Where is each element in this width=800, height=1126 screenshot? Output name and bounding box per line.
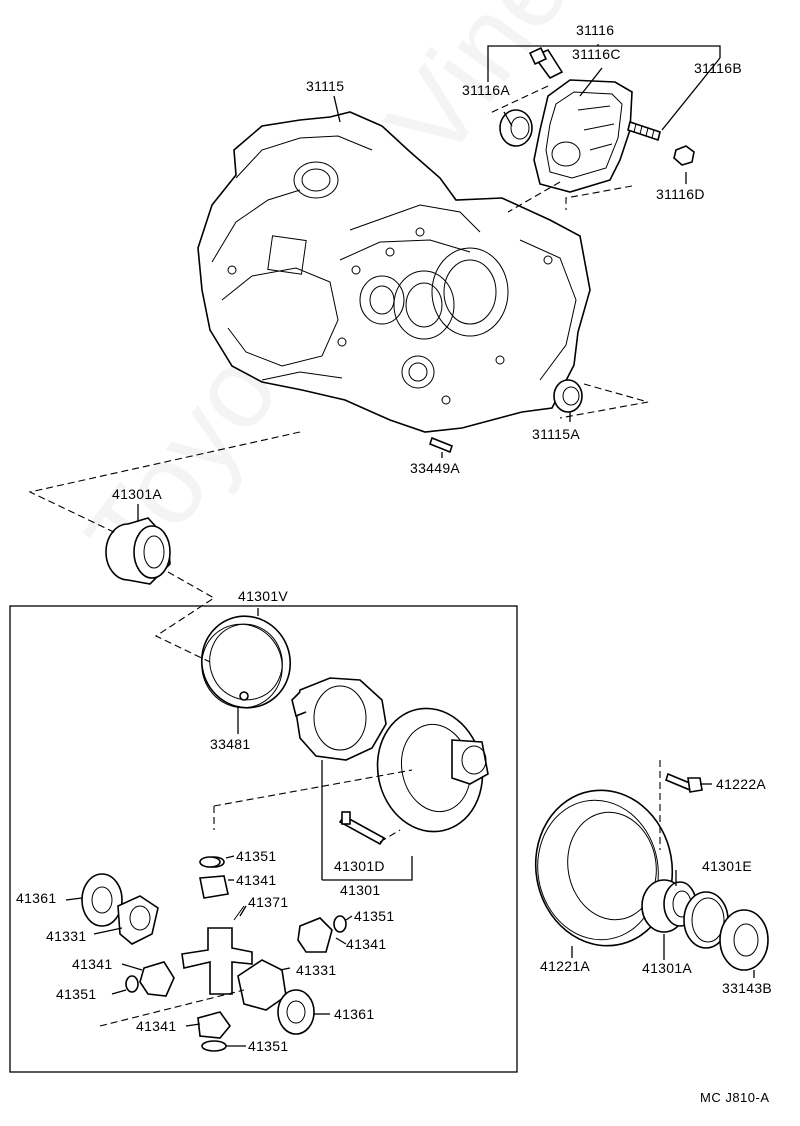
part-label-41301a-right[interactable]: 41301A: [642, 960, 693, 976]
part-label-33481[interactable]: 33481: [210, 736, 251, 752]
part-label-41351-upper[interactable]: 41351: [236, 848, 277, 864]
stud-31116b: [627, 120, 661, 142]
part-label-33449a[interactable]: 33449A: [410, 460, 461, 476]
differential-assembly-box: [9, 605, 518, 1073]
pinion-gear-left: [125, 961, 175, 997]
part-label-41351-right[interactable]: 41351: [354, 908, 395, 924]
part-label-31116c[interactable]: 31116C: [572, 46, 621, 62]
part-label-31115[interactable]: 31115: [306, 78, 345, 94]
washer-upper: [199, 856, 221, 868]
part-label-31116b[interactable]: 31116B: [694, 60, 742, 76]
part-label-41351-lower[interactable]: 41351: [248, 1038, 289, 1054]
pinion-shaft-41371: [181, 905, 253, 995]
part-label-41361-left[interactable]: 41361: [16, 890, 57, 906]
part-label-41371[interactable]: 41371: [248, 894, 289, 910]
side-gear-right: [237, 959, 315, 1035]
leader-lines: [28, 44, 755, 1047]
part-label-41331-left[interactable]: 41331: [46, 928, 87, 944]
differential-case-half: [291, 677, 387, 761]
part-label-33143b[interactable]: 33143B: [722, 980, 773, 996]
part-label-41331-right[interactable]: 41331: [296, 962, 337, 978]
part-label-31116[interactable]: 31116: [576, 22, 615, 38]
cover-plate: [533, 79, 633, 193]
part-label-41301d[interactable]: 41301D: [334, 858, 385, 874]
part-label-31115a[interactable]: 31115A: [532, 426, 580, 442]
part-label-41301a-left[interactable]: 41301A: [112, 486, 163, 502]
part-label-41341-left[interactable]: 41341: [72, 956, 113, 972]
oil-seal-31116a: [499, 109, 533, 147]
bolt-upper: [528, 46, 564, 80]
part-label-41341-lower[interactable]: 41341: [136, 1018, 177, 1034]
diagram-code: MC J810-A: [700, 1090, 770, 1105]
part-label-41301[interactable]: 41301: [340, 882, 381, 898]
pin-33449a: [429, 436, 453, 454]
oil-seal-31115a: [553, 379, 583, 413]
pinion-gear-lower: [197, 1011, 232, 1052]
part-label-41341-right[interactable]: 41341: [346, 936, 387, 952]
nut-31116d: [673, 145, 695, 166]
part-label-41341-upper[interactable]: 41341: [236, 872, 277, 888]
transaxle-case: [197, 111, 591, 433]
side-gear-left: [81, 873, 159, 945]
pinion-gear-right: [297, 915, 347, 953]
bolt-41301d: [338, 811, 386, 846]
ring-41301v: [200, 615, 292, 709]
part-label-31116d[interactable]: 31116D: [656, 186, 705, 202]
bearing-41301a-left: [105, 517, 171, 585]
oil-seal-33143b: [719, 909, 769, 971]
part-label-41301v[interactable]: 41301V: [238, 588, 289, 604]
part-label-41301e[interactable]: 41301E: [702, 858, 753, 874]
part-label-41221a[interactable]: 41221A: [540, 958, 591, 974]
part-label-41222a[interactable]: 41222A: [716, 776, 767, 792]
differential-case-flange: [376, 707, 489, 833]
part-label-31116a[interactable]: 31116A: [462, 82, 510, 98]
part-label-41361-right[interactable]: 41361: [334, 1006, 375, 1022]
part-label-41351-left[interactable]: 41351: [56, 986, 97, 1002]
part-33481: [239, 691, 249, 701]
bolt-41222a: [665, 772, 703, 793]
ring-gear-41221a: [534, 789, 674, 947]
